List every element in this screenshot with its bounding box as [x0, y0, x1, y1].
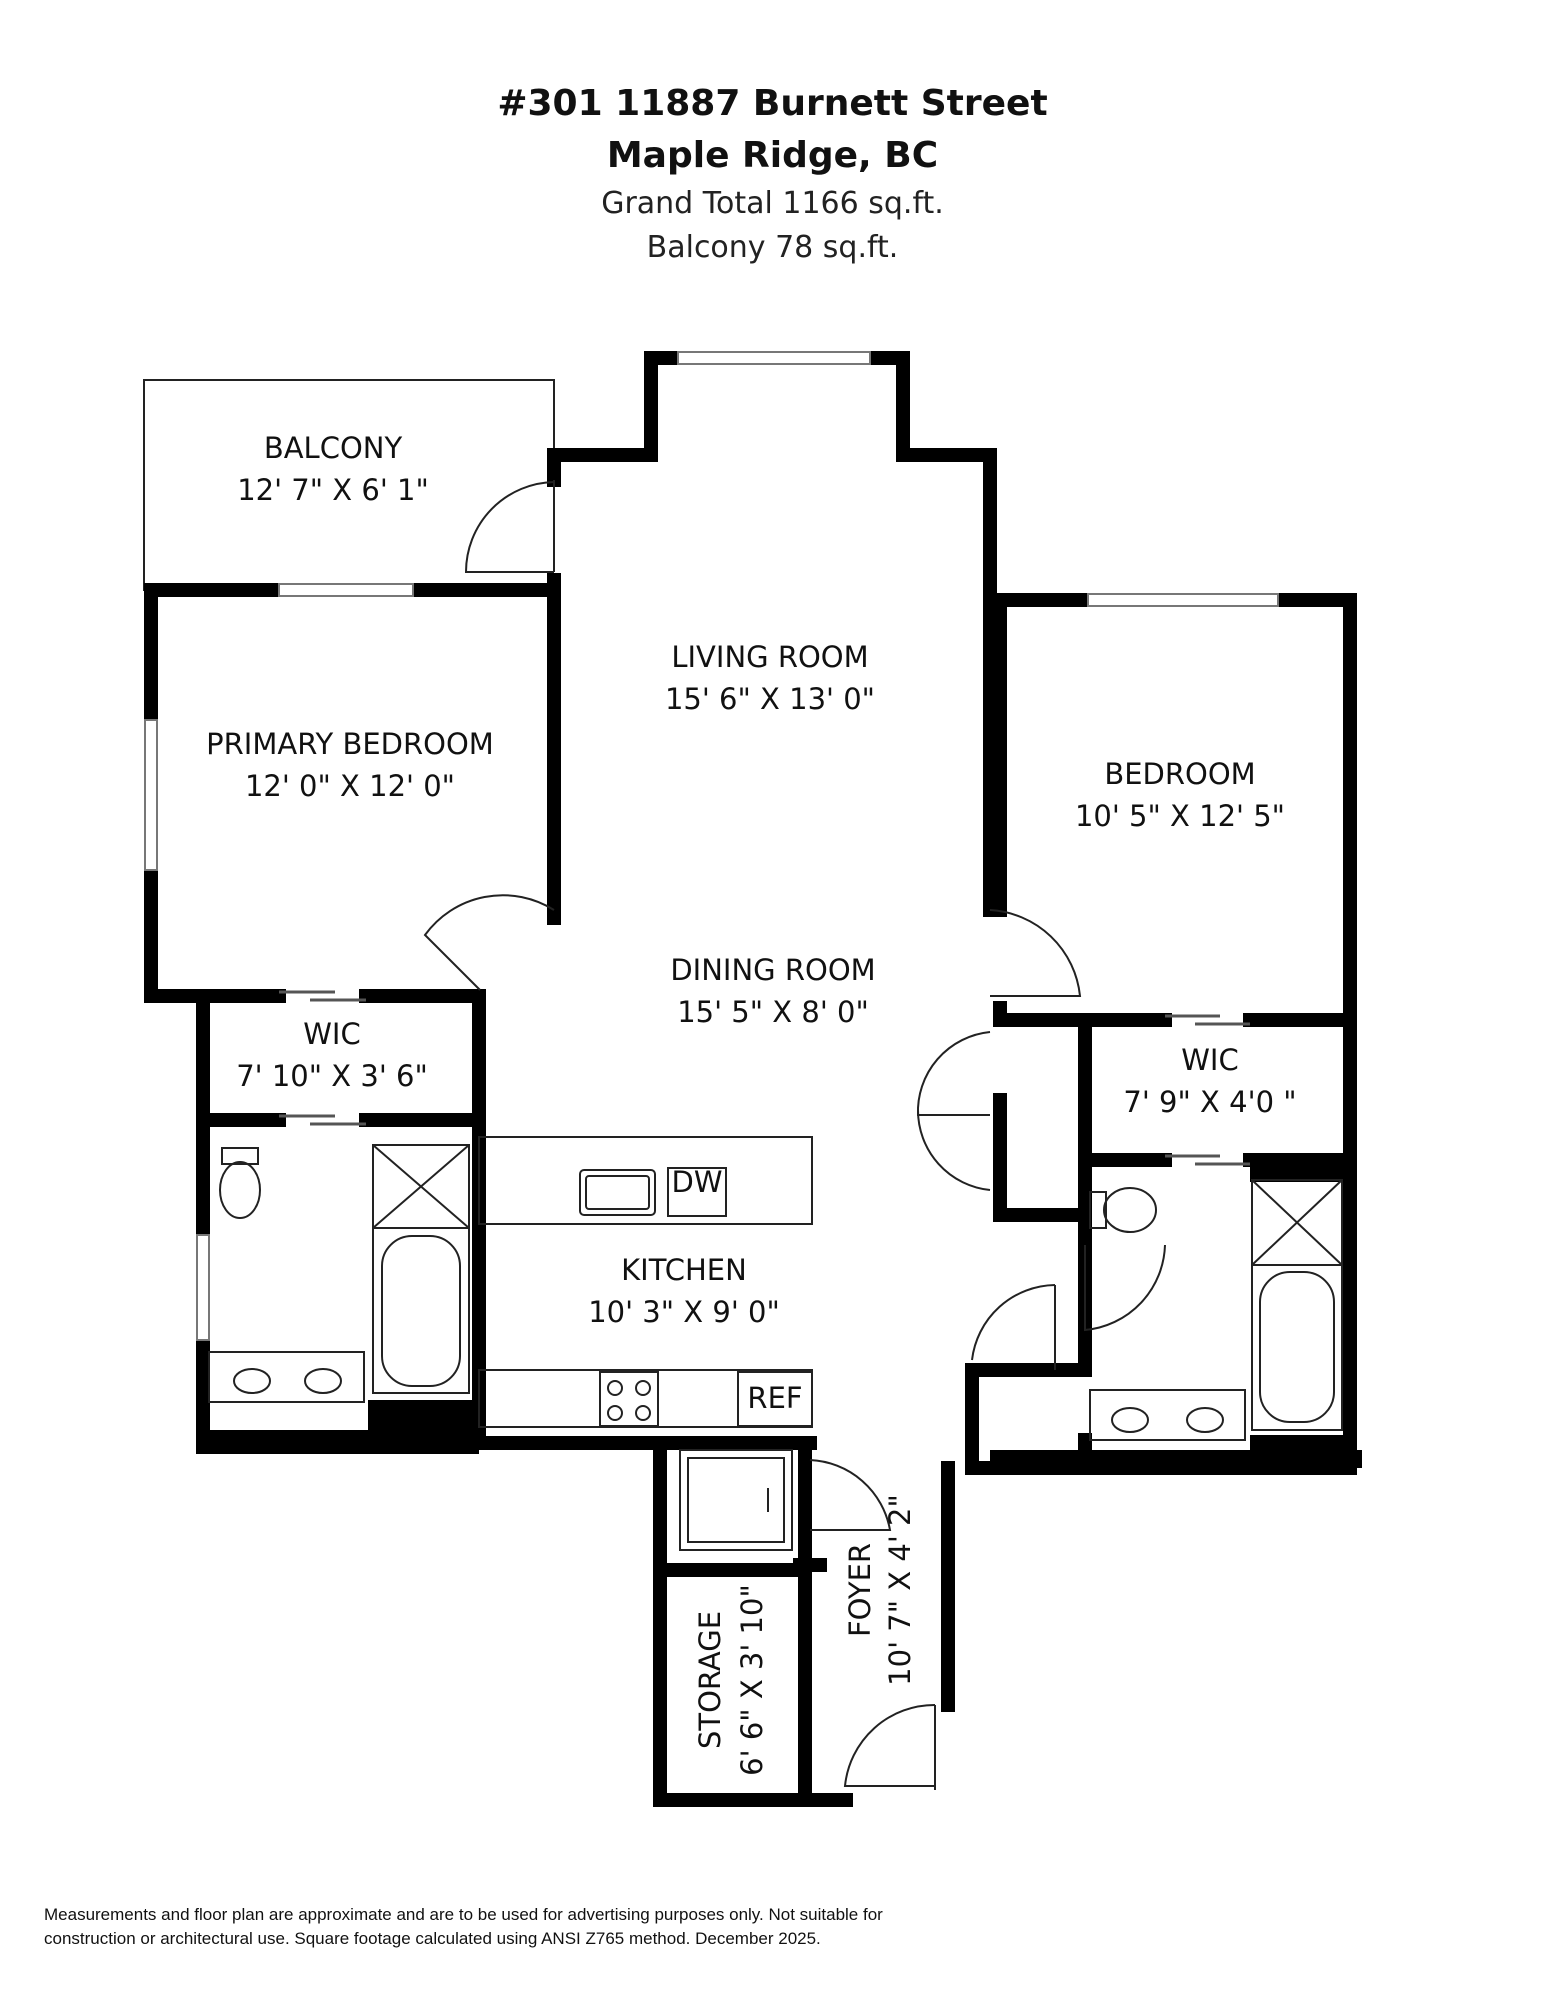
balcony-area: Balcony 78 sq.ft.	[646, 230, 899, 265]
dining-room-dims: 15' 5" X 8' 0"	[677, 995, 869, 1029]
address-line-1: #301 11887 Burnett Street	[497, 83, 1048, 124]
plan-header: #301 11887 Burnett Street Maple Ridge, B…	[0, 78, 1545, 270]
grand-total: Grand Total 1166 sq.ft.	[601, 186, 944, 221]
kitchen-fixtures	[478, 1136, 813, 1551]
bedroom-label: BEDROOM	[1104, 757, 1255, 791]
wall-fills	[196, 1160, 1362, 1468]
primary-bedroom-dims: 12' 0" X 12' 0"	[245, 769, 455, 803]
wic-primary-label: WIC	[303, 1017, 360, 1051]
disclaimer-line-2: construction or architectural use. Squar…	[44, 1929, 821, 1948]
living-room-dims: 15' 6" X 13' 0"	[665, 682, 875, 716]
foyer-dims: 10' 7" X 4' 2"	[883, 1494, 917, 1686]
windows	[144, 351, 1279, 1341]
foyer-label: FOYER	[843, 1543, 877, 1637]
bath-fixtures	[208, 1144, 1343, 1441]
disclaimer: Measurements and floor plan are approxim…	[44, 1903, 1144, 1951]
storage-dims: 6' 6" X 3' 10"	[735, 1584, 769, 1776]
dishwasher-label: DW	[671, 1165, 722, 1199]
wic-primary-dims: 7' 10" X 3' 6"	[236, 1059, 428, 1093]
disclaimer-line-1: Measurements and floor plan are approxim…	[44, 1905, 883, 1924]
foyer-label-group: FOYER 10' 7" X 4' 2"	[843, 1494, 917, 1686]
bedroom-dims: 10' 5" X 12' 5"	[1075, 799, 1285, 833]
address-line-2: Maple Ridge, BC	[606, 135, 939, 176]
living-room-label: LIVING ROOM	[671, 640, 868, 674]
storage-label: STORAGE	[693, 1611, 727, 1749]
primary-bedroom-label: PRIMARY BEDROOM	[206, 727, 494, 761]
wic-bedroom-dims: 7' 9" X 4'0 "	[1123, 1085, 1296, 1119]
balcony-dims: 12' 7" X 6' 1"	[237, 473, 429, 507]
dining-room-label: DINING ROOM	[670, 953, 875, 987]
doors	[423, 480, 1166, 1790]
kitchen-label: KITCHEN	[621, 1253, 747, 1287]
kitchen-dims: 10' 3" X 9' 0"	[588, 1295, 780, 1329]
storage-label-group: STORAGE 6' 6" X 3' 10"	[693, 1584, 769, 1776]
closet-doors	[279, 990, 1250, 1166]
fridge-label: REF	[747, 1381, 802, 1415]
wic-bedroom-label: WIC	[1181, 1043, 1238, 1077]
balcony-label: BALCONY	[264, 431, 403, 465]
